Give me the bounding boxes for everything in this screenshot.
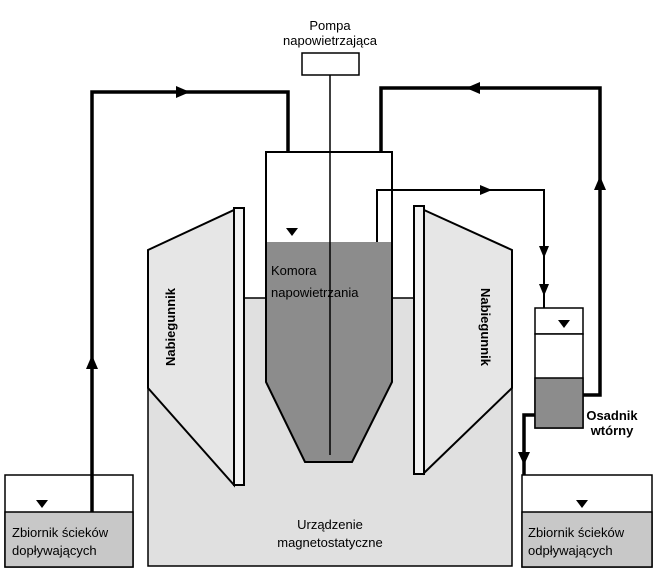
device-label-line2: magnetostatyczne <box>277 535 383 550</box>
inflow-arrow-up <box>86 355 98 369</box>
device-label-line1: Urządzenie <box>297 517 363 532</box>
aeration-chamber <box>265 151 393 463</box>
settler-outflow-pipe <box>522 413 535 475</box>
secondary-settler-sludge <box>534 377 584 429</box>
outflow-arrow-down-2 <box>539 284 549 296</box>
pole-piece-right-plate <box>413 205 425 475</box>
pole-piece-left-plate <box>233 207 245 486</box>
pump-label-line2: napowietrzająca <box>283 33 377 48</box>
settler-level-marker <box>558 320 570 328</box>
outflow-level-marker <box>576 500 588 508</box>
chamber-label: Komora napowietrzania <box>271 260 391 304</box>
outflow-arrow-right <box>480 185 492 195</box>
return-arrow-left <box>466 82 480 94</box>
return-arrow-up <box>594 176 606 190</box>
pump-label: Pompa napowietrzająca <box>255 18 405 48</box>
inflow-level-marker <box>36 500 48 508</box>
settler-label: Osadnik wtórny <box>582 408 642 438</box>
settler-outflow-arrow <box>518 452 530 465</box>
inflow-tank-label: Zbiornik ścieków dopływających <box>12 524 136 560</box>
outflow-arrow-down-1 <box>539 246 549 258</box>
aeration-chamber-liquid <box>266 242 392 462</box>
chamber-label-line1: Komora <box>271 263 317 278</box>
pole-piece-left-label: Nabiegunnik <box>163 288 178 367</box>
device-label: Urządzenie magnetostatyczne <box>250 516 410 552</box>
outflow-tank-label-line1: Zbiornik ścieków <box>528 525 625 540</box>
return-sludge-pipe <box>379 86 602 397</box>
outflow-tank-label-line2: odpływających <box>528 543 613 558</box>
pole-piece-right-label: Nabiegunnik <box>478 288 493 367</box>
chamber-level-marker <box>286 228 298 236</box>
pump-label-line1: Pompa <box>309 18 351 33</box>
inflow-tank-label-line1: Zbiornik ścieków <box>12 525 109 540</box>
outflow-tank-liquid <box>521 511 653 568</box>
chamber-label-line2: napowietrzania <box>271 285 359 300</box>
outflow-tank-label: Zbiornik ścieków odpływających <box>528 524 652 560</box>
inflow-tank-label-line2: dopływających <box>12 543 97 558</box>
inflow-tank-liquid <box>4 511 134 568</box>
aeration-pump <box>301 52 360 76</box>
settler-label-line2: wtórny <box>590 423 634 438</box>
settler-label-line1: Osadnik <box>586 408 638 423</box>
inflow-arrow-right <box>176 86 190 98</box>
